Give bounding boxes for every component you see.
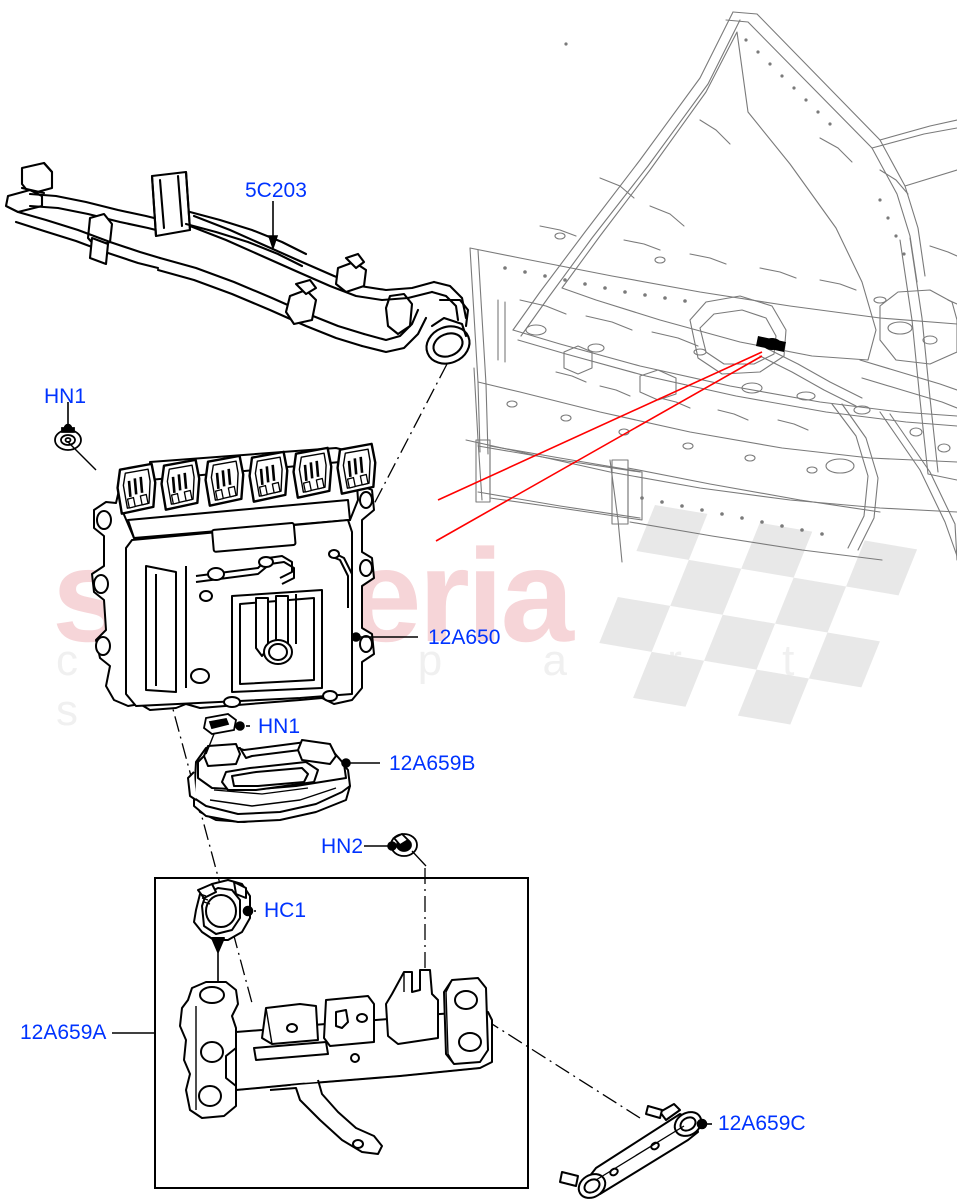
coolant-hose-assembly: [4, 161, 471, 365]
part-label-hc1: HC1: [264, 899, 307, 922]
location-highlight-lines: [435, 351, 763, 542]
part-label-12a659a: 12A659A: [20, 1021, 107, 1044]
part-label-12a659c: 12A659C: [718, 1112, 806, 1135]
part-label-hn1-bracket: HN1: [258, 715, 301, 738]
ecm-connector-sockets: [116, 442, 377, 515]
leader-12a659b: [341, 758, 380, 768]
part-label-hn2: HN2: [321, 835, 364, 858]
ecm-mounting-bracket: [179, 969, 493, 1155]
assembly-centre-lines: [123, 363, 641, 1119]
body-location-marker: [756, 336, 786, 352]
leader-12a659c: [696, 1118, 712, 1130]
leader-hn2: [364, 841, 397, 851]
ecm-support-strut: [559, 1103, 703, 1199]
checkered-flag-icon: [599, 505, 918, 725]
vehicle-body-shell: [465, 11, 957, 563]
mounting-bolt-hn1-top: [54, 427, 97, 471]
leader-12a650: [351, 632, 418, 642]
leader-hn1-bracket: [235, 721, 250, 731]
ecm-cover-bracket: [187, 739, 351, 823]
part-label-12a650: 12A650: [428, 626, 501, 649]
leader-hn1-top: [63, 402, 73, 433]
mounting-bolt-hn1-bracket: [203, 713, 237, 755]
clip-hc1: [193, 879, 251, 998]
part-label-hn1-top: HN1: [44, 385, 87, 408]
mounting-nut-hn2: [390, 832, 427, 867]
leader-5c203: [267, 201, 279, 251]
part-label-5c203: 5C203: [245, 179, 307, 202]
leader-hc1: [242, 905, 256, 917]
part-label-12a659b: 12A659B: [389, 752, 476, 775]
